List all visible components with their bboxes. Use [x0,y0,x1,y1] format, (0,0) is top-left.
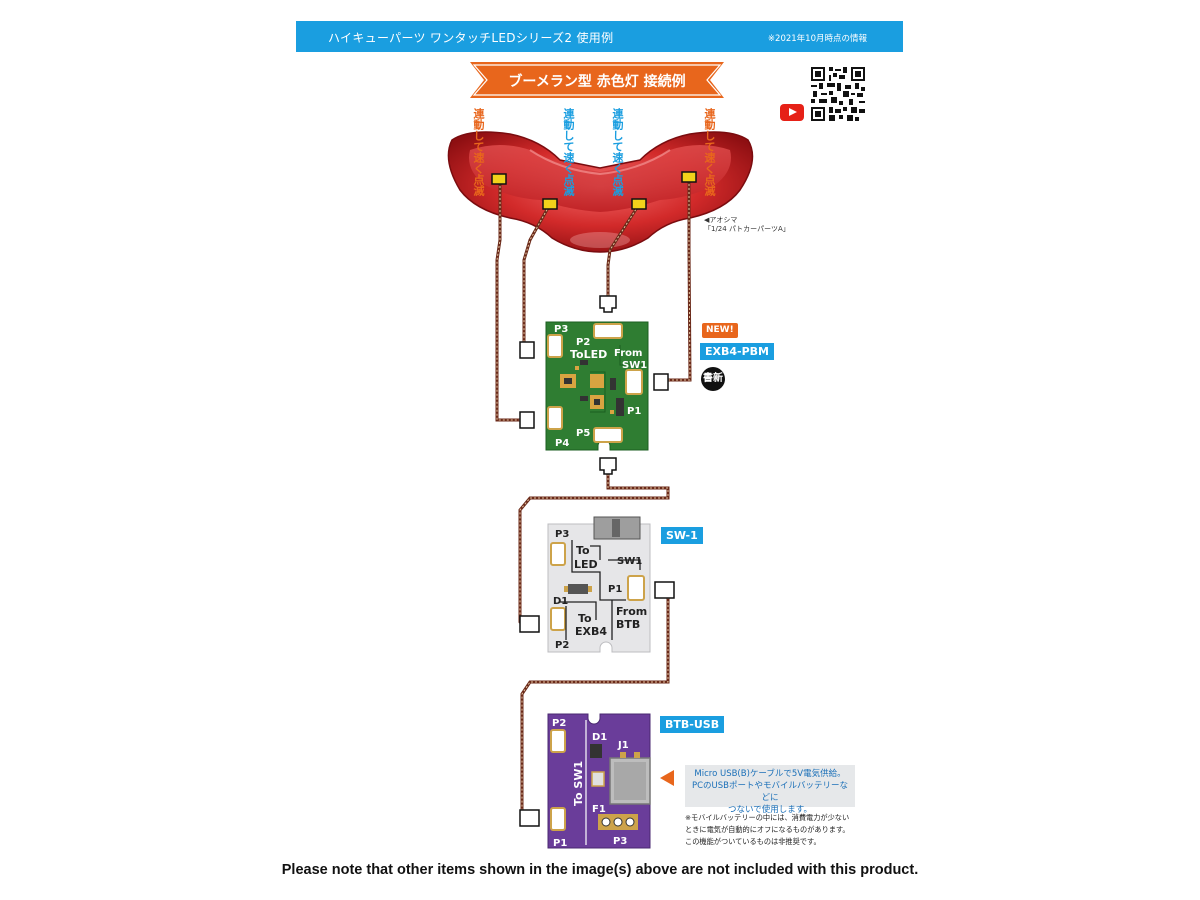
led-chip-2 [542,198,558,210]
battery-warning-line2: ときに電気が自動的にオフになるものがあります。 [685,825,850,834]
exb-silk-from: From [614,348,642,359]
plug-sw-p2 [519,615,540,633]
btb-pad-p2: P2 [552,718,566,729]
sw-silk-from: From [616,605,647,618]
sw-silk-btb: BTB [616,618,640,631]
header-bar: ハイキューパーツ ワンタッチLEDシリーズ2 使用例 ※2021年10月時点の情… [296,21,903,52]
banner-shape [470,62,724,98]
exb-pad-p2: P2 [576,337,590,348]
light-bar-caption: ◀アオシマ 「1/24 パトカーパーツA」 [704,216,790,234]
exb-silk-sw1: SW1 [622,360,647,371]
plug-exb-p1 [653,373,669,391]
led-label-3: 連動して速く点滅 [611,108,624,196]
pointer-arrow-icon [660,770,674,786]
btb-usb-board: P2 D1 J1 F1 P3 P1 To SW1 [547,713,651,849]
sw-pad-p2: P2 [555,640,569,651]
plug-btb-p1 [519,809,540,827]
power-note-line1: Micro USB(B)ケーブルで5V電気供給。 [694,769,846,779]
led-chip-4 [681,171,697,183]
footer-disclaimer: Please note that other items shown in th… [281,862,919,878]
sw-pad-p3: P3 [555,529,569,540]
battery-warning-line3: この機能がついているものは非推奨です。 [685,837,821,846]
sw-silk-exb4: EXB4 [575,625,607,638]
sw-silk-d1: D1 [553,596,568,607]
header-date-note: ※2021年10月時点の情報 [767,34,867,44]
sw-silk-led: LED [574,558,598,571]
led-label-4: 連動して速く点滅 [703,108,716,196]
connector-plugs [519,295,675,827]
led-chip-3 [631,198,647,210]
btb-pad-p3: P3 [613,836,627,847]
sw-pad-p1: P1 [608,584,622,595]
power-note-box: Micro USB(B)ケーブルで5V電気供給。 PCのUSBポートやモバイルバ… [685,765,855,815]
exb-silk-toled: ToLED [570,348,607,361]
led-label-2: 連動して速く点滅 [562,108,575,196]
exb4-pbm-tag: EXB4-PBM [700,343,774,360]
new-badge: NEW! [702,323,738,338]
sw1-board: P3 To LED SW1 P1 D1 From BTB To EXB4 P2 [547,516,651,653]
exb-pad-p4: P4 [555,438,569,449]
header-title: ハイキューパーツ ワンタッチLEDシリーズ2 使用例 [328,31,614,45]
plug-exb-p4 [519,411,535,429]
led-chip-1 [491,173,507,185]
qr-code-icon[interactable] [811,67,865,121]
battery-warning: ※モバイルバッテリーの中には、消費電力が少ない ときに電気が自動的にオフになるも… [685,812,875,848]
power-note-line3: つないで使用します。 [728,805,812,815]
sw-silk-sw1: SW1 [617,556,642,567]
btb-silk-d1: D1 [592,732,607,743]
led-chips [491,171,697,210]
plug-exb-p5 [599,457,617,475]
light-bar-caption-line1: ◀アオシマ [704,216,738,224]
btb-silk-f1: F1 [592,804,606,815]
btb-silk-to-sw1: To SW1 [572,761,585,806]
btb-pad-p1: P1 [553,838,567,849]
sw1-tag: SW-1 [661,527,703,544]
sw-silk-to2: To [578,612,592,625]
power-note-line2: PCのUSBポートやモバイルバッテリーなどに [691,781,848,803]
btb-usb-tag: BTB-USB [660,716,725,733]
banner-title: ブーメラン型 赤色灯 接続例 [508,74,686,90]
plug-exb-p2 [599,295,617,313]
battery-warning-line1: ※モバイルバッテリーの中には、消費電力が少ない [685,813,850,822]
exb-pad-p3: P3 [554,324,568,335]
title-banner: ブーメラン型 赤色灯 接続例 [470,62,724,98]
btb-silk-j1: J1 [617,740,629,751]
exb-pad-p5: P5 [576,428,590,439]
sw-silk-to: To [576,544,590,557]
youtube-icon[interactable] [780,104,804,121]
plug-exb-p3 [519,341,535,359]
light-bar-caption-line2: 「1/24 パトカーパーツA」 [704,225,790,233]
exb4-pbm-board: P3 P2 ToLED From SW1 P1 P5 P4 [545,321,649,451]
led-label-1: 連動して速く点滅 [472,108,485,196]
plug-sw-p1 [654,581,675,599]
exb-pad-p1: P1 [627,406,641,417]
renewal-badge: 書新 [701,367,725,391]
